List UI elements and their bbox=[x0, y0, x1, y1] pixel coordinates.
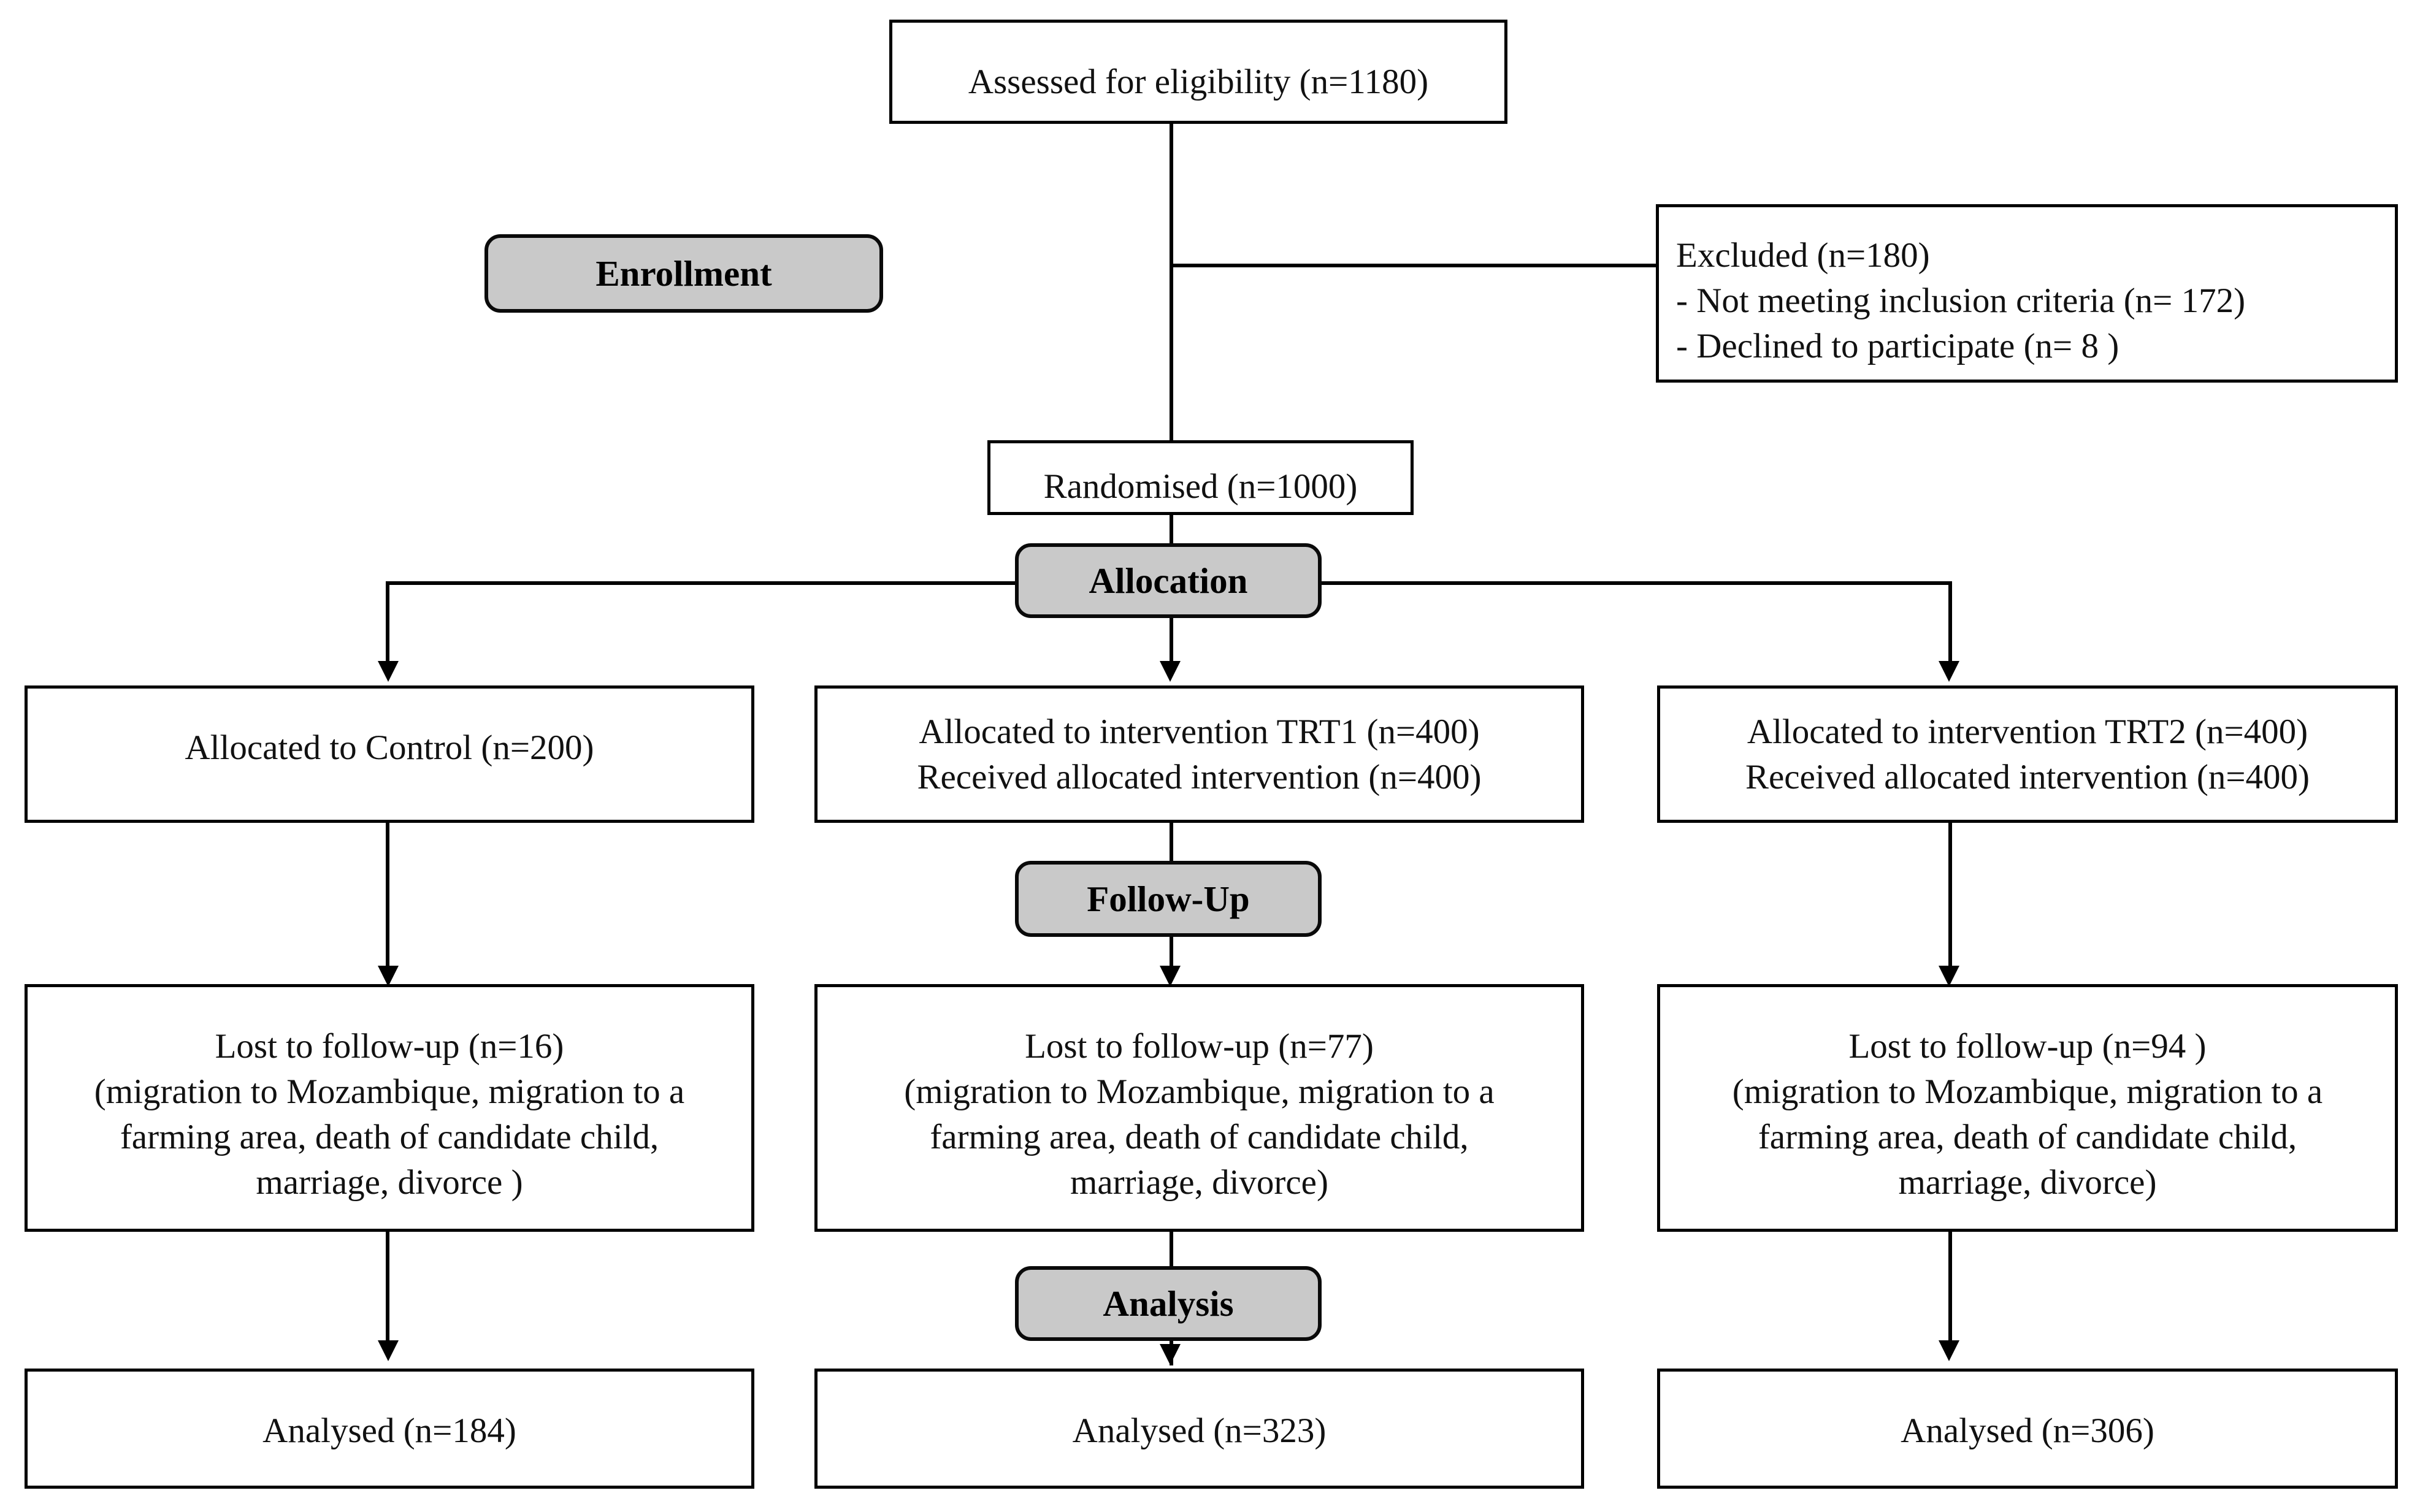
excluded-reason-1-text: - Not meeting inclusion criteria (n= 172… bbox=[1676, 281, 2246, 321]
arrow-to-trt1-lost-icon bbox=[1160, 966, 1181, 987]
excluded-reason-2-text: - Declined to participate (n= 8 ) bbox=[1676, 327, 2119, 366]
lost-trt1-heading: Lost to follow-up (n=77) bbox=[1025, 1027, 1374, 1066]
lost-control-heading: Lost to follow-up (n=16) bbox=[215, 1027, 564, 1066]
connector-trt1-to-followup bbox=[1170, 823, 1173, 861]
allocated-trt1-line-2: Received allocated intervention (n=400) bbox=[917, 758, 1482, 797]
lost-trt2-detail-1: (migration to Mozambique, migration to a bbox=[1732, 1072, 2323, 1112]
excluded-box: Excluded (n=180) - Not meeting inclusion… bbox=[1656, 204, 2398, 383]
stage-label-allocation-text: Allocation bbox=[1089, 560, 1248, 601]
arrow-to-trt1-analysed-icon bbox=[1160, 1344, 1181, 1365]
connector-randomised-to-allocation bbox=[1170, 515, 1173, 565]
connector-control-lost-to-analysed bbox=[386, 1232, 389, 1348]
lost-trt1-box: Lost to follow-up (n=77) (migration to M… bbox=[814, 984, 1584, 1232]
arrow-to-trt2-lost-icon bbox=[1939, 966, 1959, 987]
stage-label-analysis-text: Analysis bbox=[1103, 1283, 1234, 1324]
analysed-trt2-text: Analysed (n=306) bbox=[1901, 1411, 2154, 1450]
lost-trt2-detail-2: farming area, death of candidate child, bbox=[1758, 1118, 2297, 1157]
randomised-box: Randomised (n=1000) bbox=[987, 440, 1414, 515]
allocated-control-line-1: Allocated to Control (n=200) bbox=[185, 728, 594, 767]
stage-label-follow-up: Follow-Up bbox=[1015, 861, 1322, 937]
connector-followup-to-trt1-lost bbox=[1170, 937, 1173, 979]
stage-label-allocation: Allocation bbox=[1015, 543, 1322, 618]
stage-label-analysis: Analysis bbox=[1015, 1266, 1322, 1341]
arrow-to-control-allocated-icon bbox=[378, 661, 399, 682]
analysed-trt2-box: Analysed (n=306) bbox=[1657, 1369, 2398, 1489]
connector-trt1-lost-to-analysis bbox=[1170, 1232, 1173, 1267]
lost-control-box: Lost to follow-up (n=16) (migration to M… bbox=[25, 984, 754, 1232]
lost-trt2-heading: Lost to follow-up (n=94 ) bbox=[1848, 1027, 2207, 1066]
allocated-trt2-line-1: Allocated to intervention TRT2 (n=400) bbox=[1747, 712, 2308, 751]
stage-label-enrollment-text: Enrollment bbox=[595, 253, 772, 294]
allocated-trt1-line-1: Allocated to intervention TRT1 (n=400) bbox=[919, 712, 1480, 751]
arrow-to-trt2-allocated-icon bbox=[1939, 661, 1959, 682]
connector-allocation-to-control bbox=[386, 581, 389, 668]
connector-allocation-to-trt1 bbox=[1170, 613, 1173, 668]
connector-trt2-lost-to-analysed bbox=[1948, 1232, 1952, 1348]
stage-label-follow-up-text: Follow-Up bbox=[1087, 878, 1250, 919]
analysed-control-text: Analysed (n=184) bbox=[262, 1411, 516, 1450]
allocated-control-box: Allocated to Control (n=200) bbox=[25, 685, 754, 823]
assessed-for-eligibility-text: Assessed for eligibility (n=1180) bbox=[968, 63, 1429, 101]
connector-trt2-to-lost bbox=[1948, 823, 1952, 976]
allocated-trt2-box: Allocated to intervention TRT2 (n=400) R… bbox=[1657, 685, 2398, 823]
arrow-to-trt2-analysed-icon bbox=[1939, 1340, 1959, 1361]
lost-control-detail-1: (migration to Mozambique, migration to a bbox=[94, 1072, 685, 1112]
connector-control-to-lost bbox=[386, 823, 389, 976]
stage-label-enrollment: Enrollment bbox=[484, 234, 883, 313]
arrow-to-control-analysed-icon bbox=[378, 1340, 399, 1361]
allocated-trt2-line-2: Received allocated intervention (n=400) bbox=[1745, 758, 2310, 797]
lost-trt1-detail-2: farming area, death of candidate child, bbox=[930, 1118, 1469, 1157]
lost-control-detail-2: farming area, death of candidate child, bbox=[120, 1118, 659, 1157]
excluded-heading-text: Excluded (n=180) bbox=[1676, 236, 1930, 275]
allocated-trt1-box: Allocated to intervention TRT1 (n=400) R… bbox=[814, 685, 1584, 823]
connector-allocation-to-trt2 bbox=[1948, 581, 1952, 668]
analysed-trt1-text: Analysed (n=323) bbox=[1072, 1411, 1327, 1450]
lost-trt2-detail-3: marriage, divorce) bbox=[1898, 1163, 2157, 1202]
arrow-to-control-lost-icon bbox=[378, 966, 399, 987]
lost-trt1-detail-3: marriage, divorce) bbox=[1070, 1163, 1328, 1202]
connector-assessed-to-excluded bbox=[1170, 264, 1820, 267]
assessed-for-eligibility-box: Assessed for eligibility (n=1180) bbox=[889, 20, 1507, 124]
connector-assessed-to-randomised bbox=[1170, 124, 1173, 441]
analysed-control-box: Analysed (n=184) bbox=[25, 1369, 754, 1489]
lost-trt1-detail-1: (migration to Mozambique, migration to a bbox=[904, 1072, 1495, 1112]
lost-control-detail-3: marriage, divorce ) bbox=[256, 1163, 523, 1202]
analysed-trt1-box: Analysed (n=323) bbox=[814, 1369, 1584, 1489]
lost-trt2-box: Lost to follow-up (n=94 ) (migration to … bbox=[1657, 984, 2398, 1232]
arrow-to-trt1-allocated-icon bbox=[1160, 661, 1181, 682]
randomised-text: Randomised (n=1000) bbox=[1043, 467, 1358, 506]
